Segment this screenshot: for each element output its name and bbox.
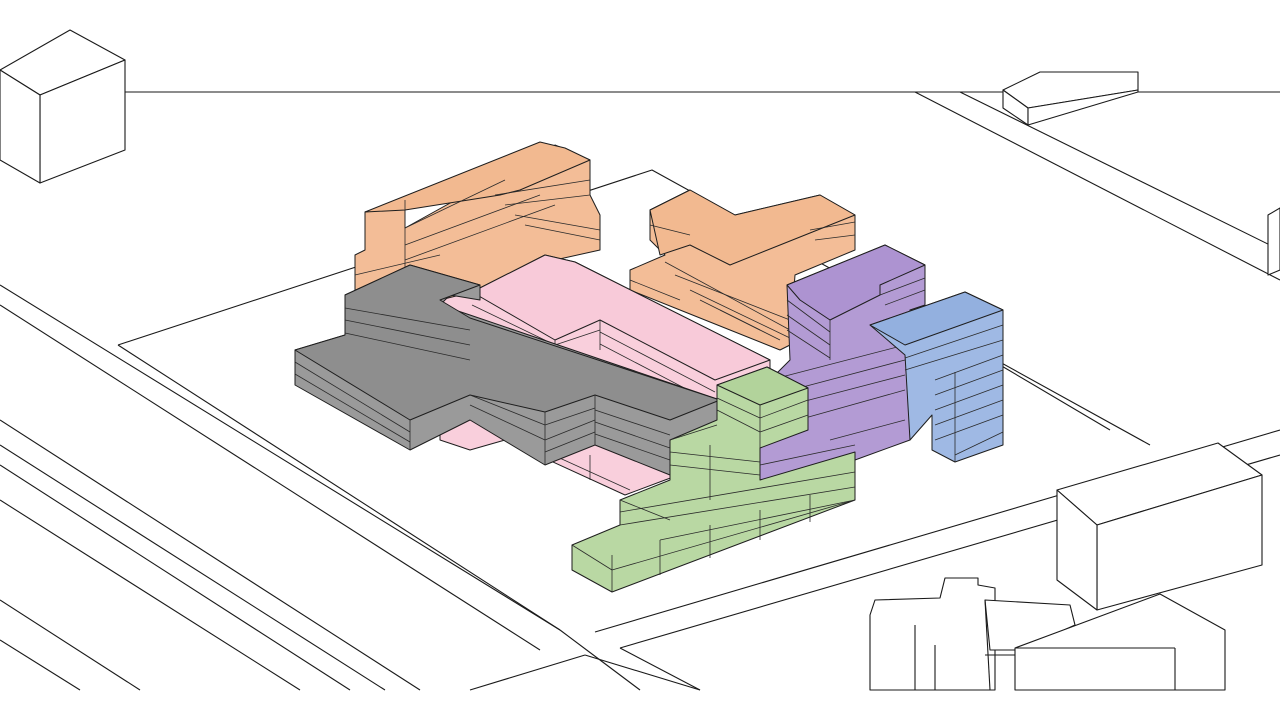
street-line (584, 654, 701, 691)
street-line (469, 654, 586, 691)
blue-east-tower (869, 291, 1004, 463)
street-line (0, 639, 81, 691)
site-plot-boundary (999, 364, 1111, 431)
street-line (599, 659, 641, 691)
street-line (0, 499, 301, 691)
street-line (619, 647, 701, 691)
street-line (0, 464, 351, 691)
street-line (559, 629, 601, 661)
street-line (914, 91, 1280, 281)
purple-east-block (759, 244, 926, 481)
site-context (0, 29, 1280, 691)
green-south-block (571, 366, 856, 593)
street-line (959, 91, 1280, 251)
street-line (0, 444, 386, 691)
street-line (0, 599, 141, 691)
context-building (0, 29, 126, 184)
grey-west-block (294, 264, 721, 476)
street-line (0, 304, 541, 651)
context-building-cluster (869, 577, 1226, 691)
context-building (1002, 71, 1139, 126)
context-building (1267, 207, 1280, 276)
orange-east-wing (629, 189, 856, 351)
street-line (0, 419, 421, 691)
street-line (0, 284, 561, 631)
site-plot-boundary (117, 344, 561, 631)
context-building (1056, 442, 1263, 611)
